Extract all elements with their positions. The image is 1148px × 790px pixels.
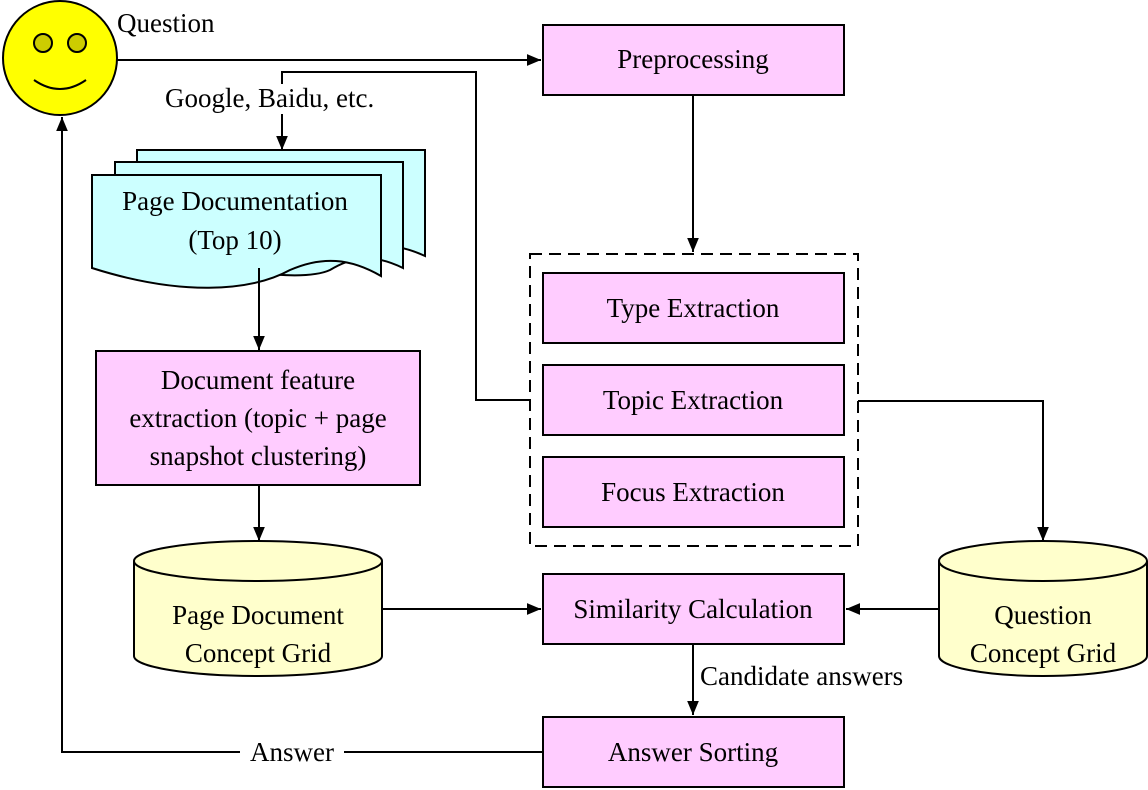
smiley-face-icon xyxy=(2,0,118,116)
page-grid-line1: Page Document xyxy=(172,600,344,630)
answer-sorting-label: Answer Sorting xyxy=(608,737,778,767)
question-label: Question xyxy=(117,8,215,38)
answer-label: Answer xyxy=(250,737,334,767)
focus-extraction-box xyxy=(542,456,845,528)
page-documentation-stack xyxy=(91,149,426,289)
page-documentation-title: Page Documentation xyxy=(122,186,348,216)
connector-sorting-user xyxy=(56,117,543,753)
focus-extraction-label: Focus Extraction xyxy=(601,477,785,507)
answer-sorting-box xyxy=(542,716,845,788)
question-grid-line1: Question xyxy=(994,600,1092,630)
question-grid-line2: Concept Grid xyxy=(970,638,1117,668)
search-engines-label: Google, Baidu, etc. xyxy=(165,83,374,113)
page-documentation-subtitle: (Top 10) xyxy=(188,225,281,255)
document-feature-line3: snapshot clustering) xyxy=(150,441,367,471)
similarity-calculation-box xyxy=(542,573,845,645)
similarity-calculation-label: Similarity Calculation xyxy=(573,594,813,624)
preprocessing-box xyxy=(542,24,845,96)
extraction-group xyxy=(529,253,859,547)
topic-extraction-label: Topic Extraction xyxy=(603,385,784,415)
question-concept-grid xyxy=(938,540,1148,677)
type-extraction-label: Type Extraction xyxy=(607,293,780,323)
connector-extraction-questiongrid xyxy=(858,400,1049,541)
page-document-concept-grid xyxy=(133,540,383,677)
candidate-answers-label: Candidate answers xyxy=(700,661,903,691)
document-feature-line2: extraction (topic + page xyxy=(129,403,386,433)
topic-extraction-box xyxy=(542,364,845,436)
type-extraction-box xyxy=(542,272,845,344)
page-grid-line2: Concept Grid xyxy=(185,638,332,668)
preprocessing-label: Preprocessing xyxy=(617,44,768,74)
document-feature-line1: Document feature xyxy=(161,365,355,395)
